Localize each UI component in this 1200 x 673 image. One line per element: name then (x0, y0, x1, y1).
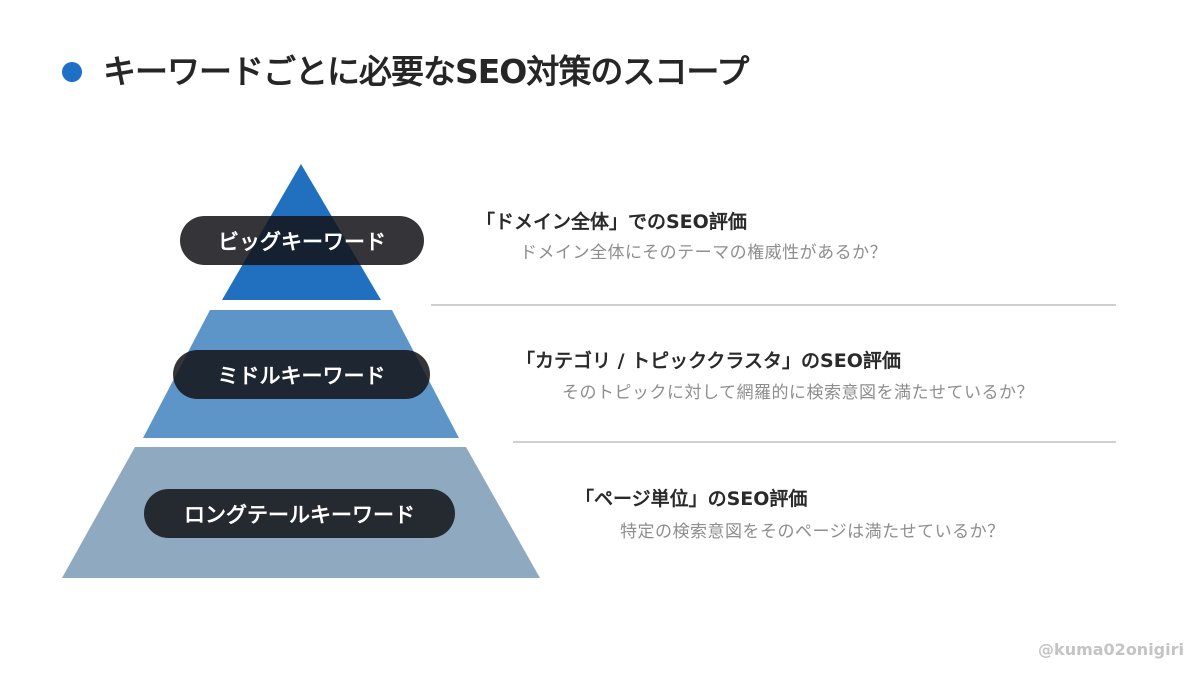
tier-label-longtail-keyword: ロングテールキーワード (144, 489, 455, 538)
description-sub-domain: ドメイン全体にそのテーマの権威性があるか？ (520, 243, 888, 263)
divider-1 (431, 304, 1116, 306)
description-heading-category: 「カテゴリ / トピッククラスタ」のSEO評価 (516, 350, 901, 372)
divider-2 (513, 441, 1116, 443)
description-sub-page: 特定の検索意図をそのページは満たせているか？ (620, 522, 1005, 542)
author-credit: @kuma02onigiri (1038, 640, 1184, 659)
tier-label-big-keyword: ビッグキーワード (180, 216, 424, 265)
description-heading-page: 「ページ単位」のSEO評価 (575, 488, 808, 510)
description-sub-category: そのトピックに対して網羅的に検索意図を満たせているか？ (562, 383, 1034, 403)
tier-label-middle-keyword: ミドルキーワード (173, 350, 430, 399)
page-title: キーワードごとに必要なSEO対策のスコープ (103, 52, 749, 91)
title-bullet-icon (62, 62, 82, 82)
description-heading-domain: 「ドメイン全体」でのSEO評価 (476, 211, 747, 233)
